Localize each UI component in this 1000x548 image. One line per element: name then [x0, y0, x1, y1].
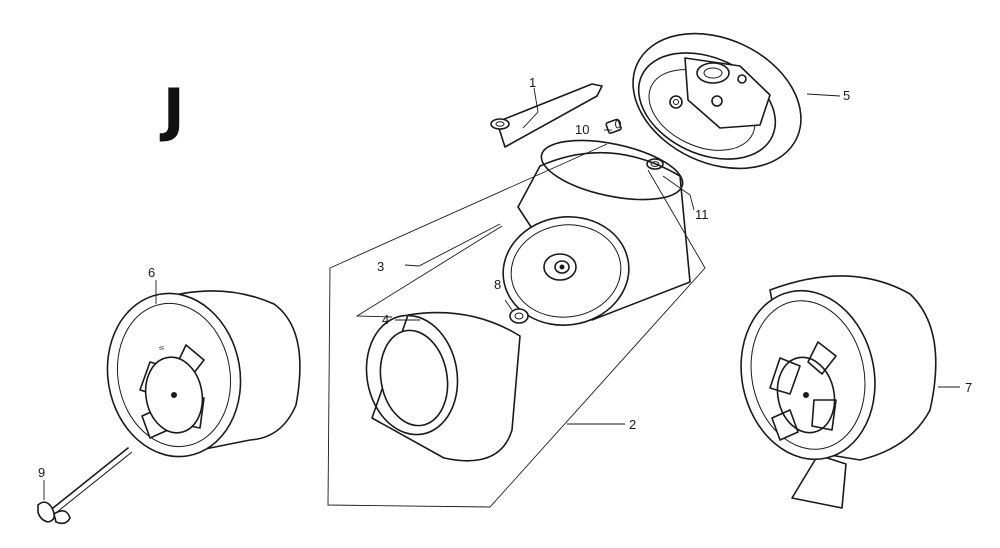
nut-8: [509, 308, 529, 324]
callout-8: 8: [494, 277, 501, 292]
air-cleaner-case: [632, 32, 802, 170]
callout-2: 2: [629, 417, 636, 432]
callout-4: 4: [382, 312, 389, 327]
foam-element: [365, 311, 521, 462]
callout-5: 5: [843, 88, 850, 103]
leader-lines: [43, 87, 960, 500]
air-cleaner-cover-right: [740, 275, 937, 509]
callout-3: 3: [377, 259, 384, 274]
callout-10: 10: [575, 122, 589, 137]
callout-6: 6: [148, 265, 155, 280]
callout-9: 9: [38, 465, 45, 480]
breather-tube: [490, 83, 603, 148]
callout-1: 1: [529, 75, 536, 90]
callout-11: 11: [695, 207, 709, 222]
svg-text:≈: ≈: [157, 342, 166, 354]
element-group-outline: [355, 225, 503, 318]
air-cleaner-cover-left: ≈: [106, 290, 301, 458]
nut-10: [605, 118, 622, 134]
paper-filter-element: [502, 139, 691, 326]
wing-bolt: [37, 447, 133, 525]
section-letter: J: [159, 76, 185, 144]
callout-7: 7: [965, 380, 972, 395]
assembly-outline: [327, 143, 706, 508]
